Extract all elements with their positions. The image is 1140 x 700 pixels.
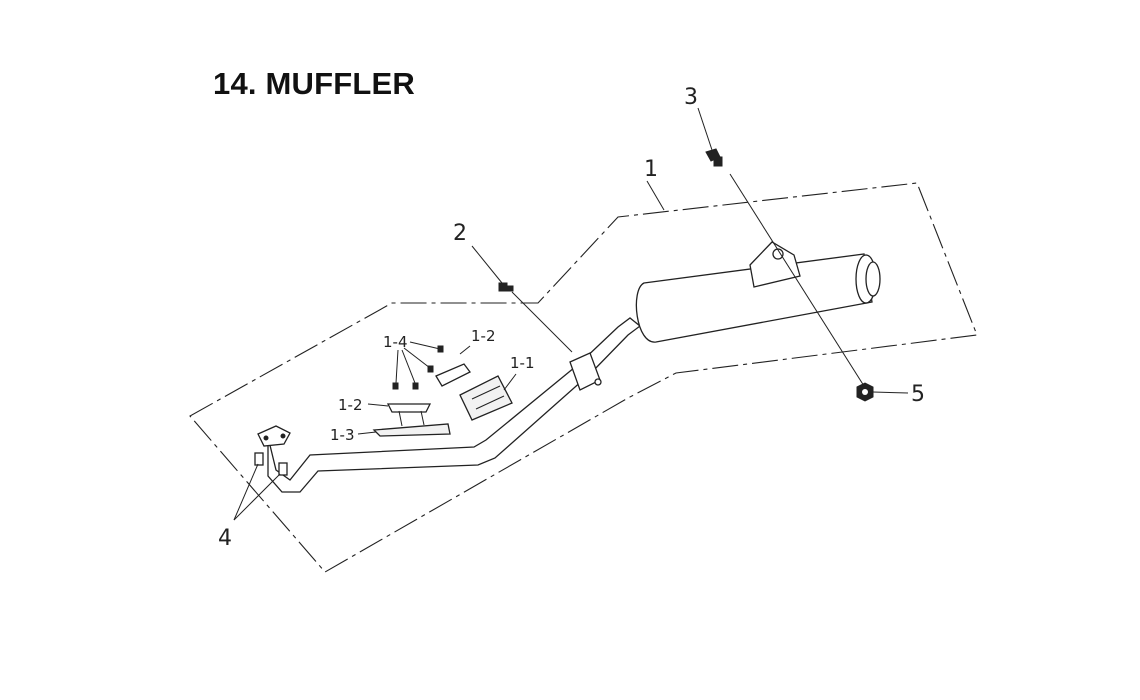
bolt-2-icon xyxy=(498,282,514,292)
callout-5: 5 xyxy=(911,382,925,407)
leader-bracket-to-shield-a xyxy=(398,410,403,427)
nut-5-icon xyxy=(856,382,874,402)
exhaust-pipe xyxy=(257,317,642,493)
callout-1-2-upper: 1-2 xyxy=(471,327,496,345)
bracket-1-2-upper xyxy=(435,363,471,387)
clamp-hole xyxy=(594,378,602,386)
callout-1-3: 1-3 xyxy=(330,426,355,444)
flange-hole-left xyxy=(263,435,269,441)
leader-bracket-to-shield-b xyxy=(420,410,425,426)
leader-2 xyxy=(471,245,503,284)
leader-1-2-upper xyxy=(459,345,471,355)
leader-4b xyxy=(233,473,281,521)
bracket-1-2-lower xyxy=(386,403,432,413)
gasket-4b xyxy=(278,462,288,476)
assembly-outline xyxy=(189,182,978,573)
callout-1: 1 xyxy=(644,157,658,182)
gasket-4a xyxy=(254,452,264,466)
screws-1-4 xyxy=(392,345,444,390)
leader-1-2-lower xyxy=(367,403,389,407)
flange-hole-right xyxy=(280,433,286,439)
leader-1-4a xyxy=(409,341,441,350)
callout-2: 2 xyxy=(453,221,467,246)
leader-3 xyxy=(697,107,713,151)
leader-1-4b xyxy=(403,347,431,369)
leader-2-to-clamp xyxy=(511,291,573,353)
heat-shield-1-3 xyxy=(372,423,451,437)
bolt-3-icon xyxy=(705,148,723,167)
exhaust-flange xyxy=(257,425,291,447)
leader-4a xyxy=(233,463,259,521)
leader-1-4c xyxy=(395,349,399,384)
bracket-hole xyxy=(772,248,784,260)
callout-1-4: 1-4 xyxy=(383,333,408,351)
leader-5 xyxy=(872,391,909,394)
callout-3: 3 xyxy=(684,85,698,110)
muffler-mount-bracket xyxy=(749,241,801,288)
leader-1 xyxy=(646,180,665,211)
callout-1-1: 1-1 xyxy=(510,354,535,372)
callout-1-2-lower: 1-2 xyxy=(338,396,363,414)
leader-1-3 xyxy=(357,431,377,435)
page-title: 14. MUFFLER xyxy=(213,66,415,101)
callout-4: 4 xyxy=(218,526,232,551)
leader-1-4d xyxy=(401,349,416,384)
heat-shield-1-1 xyxy=(459,375,513,421)
muffler-body xyxy=(635,241,881,343)
leader-1-1 xyxy=(503,373,517,391)
leader-3-to-nut xyxy=(729,173,865,387)
muffler-outlet xyxy=(865,261,881,297)
